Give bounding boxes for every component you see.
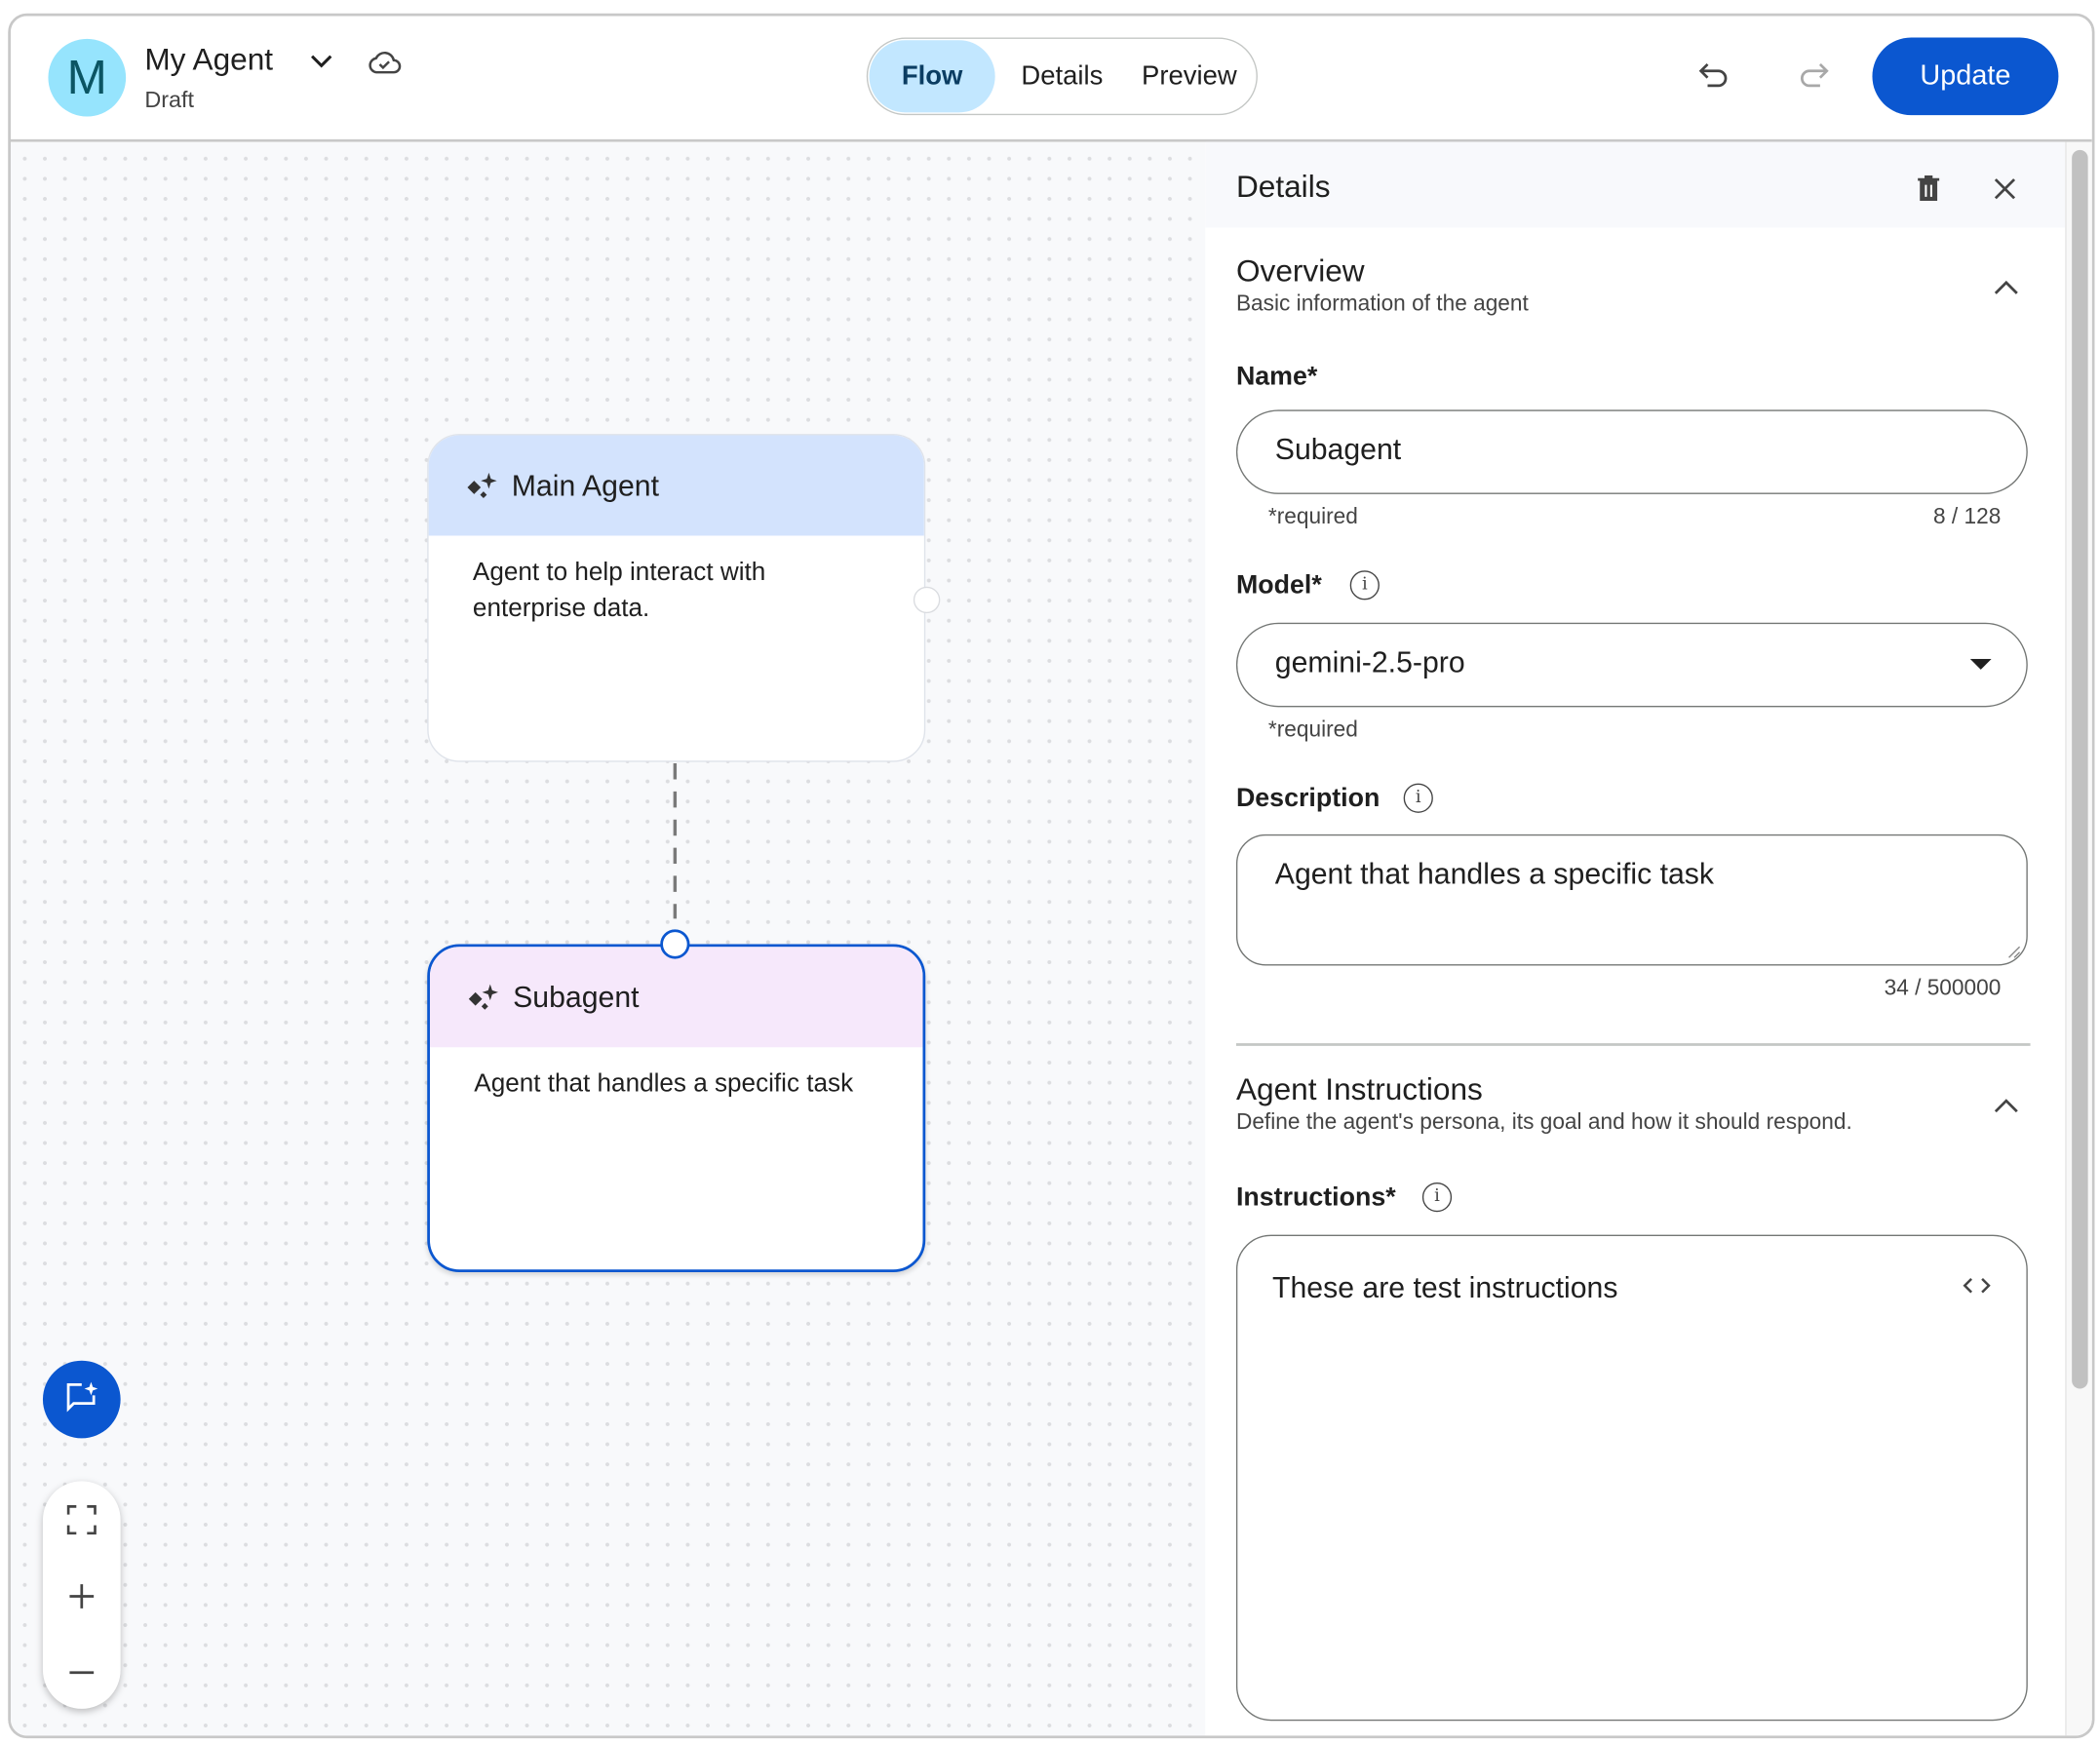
- undo-icon[interactable]: [1695, 58, 1732, 96]
- instructions-editor[interactable]: These are test instructions: [1235, 1234, 2028, 1722]
- top-bar: M My Agent Draft Flow Details Preview Up…: [10, 16, 2092, 142]
- instructions-section-title: Agent Instructions: [1235, 1070, 1483, 1106]
- instructions-section-subtitle: Define the agent's persona, its goal and…: [1235, 1109, 1852, 1135]
- overview-title: Overview: [1235, 252, 1365, 289]
- name-label: Name*: [1235, 361, 1318, 392]
- panel-title: Details: [1235, 169, 1331, 204]
- update-button[interactable]: Update: [1872, 37, 2059, 116]
- node-description: Agent to help interact with enterprise d…: [472, 558, 766, 623]
- description-textarea[interactable]: Agent that handles a specific task: [1235, 833, 2028, 966]
- description-label: Description: [1235, 783, 1381, 813]
- app-window: M My Agent Draft Flow Details Preview Up…: [8, 13, 2095, 1739]
- tab-details[interactable]: Details: [1021, 61, 1104, 92]
- info-icon[interactable]: i: [1349, 570, 1380, 601]
- zoom-controls: [42, 1481, 121, 1709]
- name-char-count: 8 / 128: [1933, 504, 2002, 529]
- resize-handle-icon[interactable]: [2007, 946, 2021, 959]
- tab-preview[interactable]: Preview: [1141, 61, 1237, 92]
- node-title: Subagent: [513, 979, 640, 1014]
- delete-icon[interactable]: [1915, 174, 1941, 204]
- tab-flow[interactable]: Flow: [869, 40, 995, 113]
- code-view-icon[interactable]: [1962, 1276, 1991, 1295]
- overview-subtitle: Basic information of the agent: [1235, 291, 1529, 317]
- model-value: gemini-2.5-pro: [1274, 645, 1465, 679]
- description-char-count: 34 / 500000: [1884, 976, 2002, 1001]
- name-input[interactable]: Subagent: [1235, 409, 2028, 494]
- panel-scrollbar[interactable]: [2065, 141, 2092, 1736]
- chevron-down-icon[interactable]: [308, 51, 334, 72]
- flow-canvas[interactable]: Main Agent Agent to help interact with e…: [10, 141, 1206, 1736]
- node-main-agent[interactable]: Main Agent Agent to help interact with e…: [427, 434, 926, 762]
- info-icon[interactable]: i: [1421, 1182, 1453, 1213]
- instructions-label: Instructions*: [1235, 1182, 1396, 1213]
- avatar: M: [48, 38, 127, 117]
- section-divider: [1235, 1043, 2031, 1046]
- scrollbar-thumb[interactable]: [2072, 149, 2088, 1389]
- output-port[interactable]: [913, 586, 941, 614]
- sparkle-icon: [468, 983, 499, 1010]
- fit-view-icon[interactable]: [66, 1505, 97, 1535]
- info-icon[interactable]: i: [1403, 783, 1433, 813]
- node-header: Main Agent: [428, 435, 924, 536]
- chevron-up-icon[interactable]: [1993, 279, 2019, 297]
- node-description: Agent that handles a specific task: [474, 1069, 854, 1099]
- dropdown-arrow-icon: [1969, 658, 1992, 670]
- agent-status: Draft: [144, 87, 194, 113]
- sparkle-icon: [467, 472, 497, 498]
- model-select[interactable]: gemini-2.5-pro: [1235, 622, 2028, 708]
- description-value: Agent that handles a specific task: [1274, 857, 1715, 891]
- chevron-up-icon[interactable]: [1993, 1097, 2019, 1115]
- chat-sparkle-icon: [66, 1381, 98, 1413]
- node-subagent[interactable]: Subagent Agent that handles a specific t…: [427, 944, 926, 1273]
- close-icon[interactable]: [1993, 176, 2017, 201]
- ai-chat-button[interactable]: [42, 1360, 121, 1439]
- zoom-in-icon[interactable]: [67, 1581, 97, 1610]
- node-header: Subagent: [429, 947, 923, 1048]
- details-panel: Details Overview Basic information of th…: [1205, 141, 2066, 1736]
- redo-icon[interactable]: [1795, 58, 1832, 96]
- node-title: Main Agent: [511, 468, 659, 502]
- instructions-value: These are test instructions: [1272, 1270, 1618, 1305]
- agent-name[interactable]: My Agent: [144, 41, 274, 77]
- cloud-saved-icon: [369, 52, 402, 74]
- model-required-hint: *required: [1267, 717, 1358, 743]
- view-switcher: Flow Details Preview: [866, 37, 1258, 116]
- details-panel-header: Details: [1205, 141, 2066, 228]
- input-port[interactable]: [660, 929, 690, 959]
- zoom-out-icon[interactable]: [67, 1658, 97, 1687]
- model-label: Model*: [1235, 570, 1322, 601]
- name-required-hint: *required: [1267, 504, 1358, 529]
